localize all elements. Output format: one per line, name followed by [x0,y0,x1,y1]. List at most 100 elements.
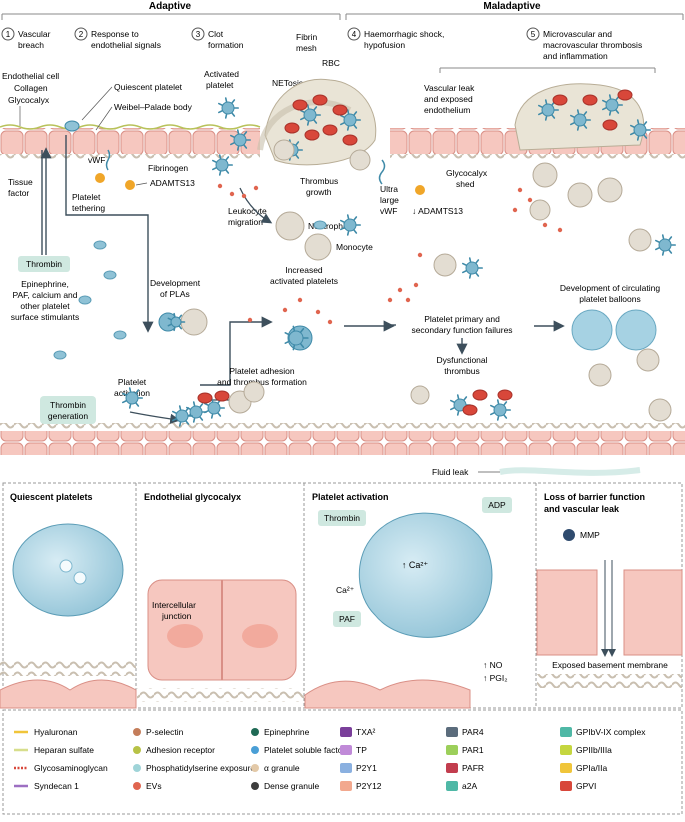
step-5-line3: and inflammation [543,51,608,61]
platelet-body [493,403,507,417]
act-no-label: ↑ NO [483,660,503,670]
legend-swatch [560,727,572,737]
label-glycocalyx-shed-2: shed [456,179,475,189]
activated-platelet-large [358,512,493,638]
legend-swatch [340,781,352,791]
rbc-cell [322,124,338,136]
legend-swatch [133,728,141,736]
rbc-cell [582,94,598,106]
label-quiescent-platelet: Quiescent platelet [114,82,183,92]
label-intercellular-1: Intercellular [152,600,196,610]
activated-platelet [212,154,233,176]
activated-platelet [172,405,193,427]
legend-label: Phosphatidylserine exposure [146,763,255,773]
step-1-line1: Vascular [18,29,51,39]
step-4: 4 Haemorrhagic shock, hypofusion [347,27,444,50]
legend-label: PAR1 [462,745,484,755]
legend-label: GPIIb/IIIa [576,745,612,755]
legend-swatch [251,728,259,736]
legend-label: Hyaluronan [34,727,78,737]
rbc-cell [472,389,488,401]
rbc-cell [304,129,320,141]
microparticle [413,282,419,288]
platelet-body [541,103,555,117]
stimulants-line-2: PAF, calcium and [12,290,77,300]
quiescent-platelet [113,330,127,340]
legend-label: GPIa/IIa [576,763,607,773]
microparticle [417,252,423,258]
legend-swatch [560,781,572,791]
label-fluid-leak: Fluid leak [432,467,469,477]
legend-swatch [446,781,458,791]
step-1-line2: breach [18,40,44,50]
legend-swatch [251,746,259,754]
activated-platelet [284,325,309,351]
act-thrombin-label: Thrombin [324,513,360,523]
platelet-body [573,113,587,127]
legend-swatch [560,763,572,773]
bottom-vessel: Platelet activation Thrombin generation … [0,377,685,477]
platelet-body [221,101,235,115]
label-thrombus-growth-2: growth [306,187,332,197]
leukocyte-cell [273,139,295,161]
quiescent-platelet-small [64,120,80,132]
label-rbc: RBC [322,58,340,68]
leukocyte-cell [588,363,612,387]
step2-area: Quiescent platelet Weibel–Palade body vW… [64,82,195,333]
legend-label: Dense granule [264,781,320,791]
step-3-line1: Clot [208,29,224,39]
stimulants-line-1: Epinephrine, [21,279,69,289]
legend-swatch [133,782,141,790]
legend-label: Syndecan 1 [34,781,79,791]
neutrophil-cell [275,211,305,241]
activated-platelet [538,99,560,121]
microparticle [542,222,548,228]
microparticle [282,307,288,313]
decorative-cells [53,89,677,427]
label-leukocyte-migration-1: Leukocyte [228,206,267,216]
label-vwf: vWF [88,155,105,165]
legend-swatch [340,727,352,737]
label-platelet-tethering-1: Platelet [72,192,101,202]
platelet-body [189,405,203,419]
step-2-number: 2 [79,30,84,39]
step-4-number: 4 [352,30,357,39]
activated-platelet [218,97,239,119]
rbc-cell [617,89,633,101]
platelet-body [465,261,479,275]
microparticle [557,227,563,233]
legend-label: Glycosaminoglycan [34,763,108,773]
step-2-line1: Response to [91,29,139,39]
step-4-line1: Haemorrhagic shock, [364,29,444,39]
label-monocyte: Monocyte [336,242,373,252]
quiescent-platelet [78,295,92,305]
label-tissue-factor-1: Tissue [8,177,33,187]
step-2: 2 Response to endothelial signals [74,27,161,50]
legend-label: a2A [462,781,477,791]
leukocyte-cell [597,177,623,203]
label-glycocalyx-shed-1: Glycocalyx [446,168,488,178]
act-paf-label: PAF [339,614,355,624]
label-basement: Exposed basement membrane [552,660,668,670]
rbc-cell [197,392,213,404]
activated-platelet [186,401,207,423]
legend-swatch [340,763,352,773]
legend-swatch [340,745,352,755]
label-endothelial-cell: Endothelial cell [2,71,59,81]
act-paf-box [333,611,361,627]
legend-swatch [251,764,259,772]
leukocyte-cell [648,398,672,422]
microparticle [527,197,533,203]
step-3-line2: formation [208,40,244,50]
panels: Quiescent platelets Endothelial glycocal… [0,482,683,709]
activated-platelet [300,104,322,126]
thrombin-generation-box [40,396,96,424]
legend-swatch [446,745,458,755]
rbc-cell [284,122,300,134]
label-thrombus-growth-1: Thrombus [300,176,338,186]
platelet-body [605,98,619,112]
rbc-cell [602,119,618,131]
microparticle [517,187,523,193]
rbc-cell [312,94,328,106]
